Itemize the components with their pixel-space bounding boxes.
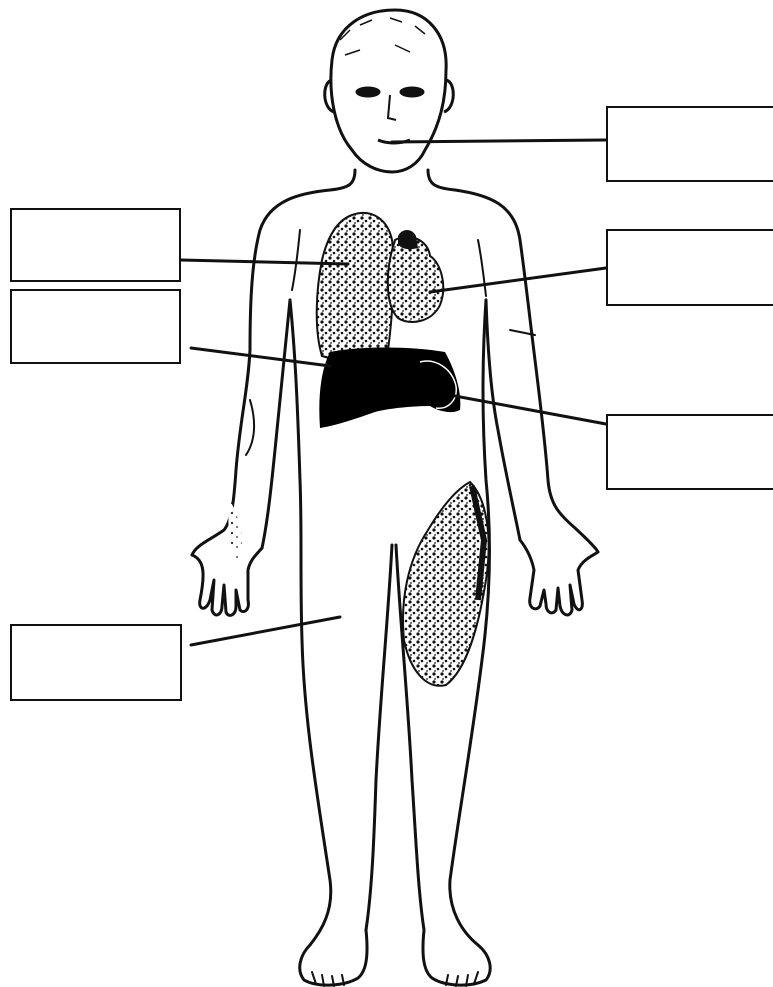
leader-stomach	[455, 396, 606, 424]
label-box-leg[interactable]	[10, 624, 182, 701]
right-inner-arm	[486, 300, 520, 540]
organs	[228, 213, 488, 686]
leader-leg	[191, 617, 340, 645]
label-box-stomach[interactable]	[606, 414, 773, 490]
leader-mouth	[392, 140, 606, 142]
leader-liver	[191, 348, 330, 366]
right-hand-outline	[520, 540, 598, 615]
right-eye	[400, 87, 424, 97]
label-box-liver[interactable]	[10, 289, 181, 364]
lung	[317, 213, 394, 359]
left-inner-arm	[262, 300, 290, 548]
left-shoulder-line	[292, 230, 300, 290]
label-box-mouth[interactable]	[606, 106, 773, 182]
left-inner-leg	[366, 545, 392, 930]
right-shoulder-line	[478, 240, 486, 296]
nose	[388, 95, 396, 120]
right-foot-outline	[423, 930, 490, 985]
left-foot-outline	[300, 930, 367, 985]
body-outline	[192, 10, 598, 986]
label-box-lung[interactable]	[10, 208, 181, 282]
heart	[388, 237, 443, 322]
label-box-heart[interactable]	[606, 229, 773, 306]
left-eye	[356, 87, 380, 97]
liver	[319, 348, 460, 429]
leader-heart	[430, 268, 606, 292]
head-outline	[331, 10, 446, 172]
left-arm-stipple	[228, 500, 241, 560]
left-elbow-mark	[246, 400, 254, 455]
left-hand-outline	[192, 548, 262, 615]
heart-vessels	[398, 230, 418, 249]
face	[325, 18, 454, 143]
